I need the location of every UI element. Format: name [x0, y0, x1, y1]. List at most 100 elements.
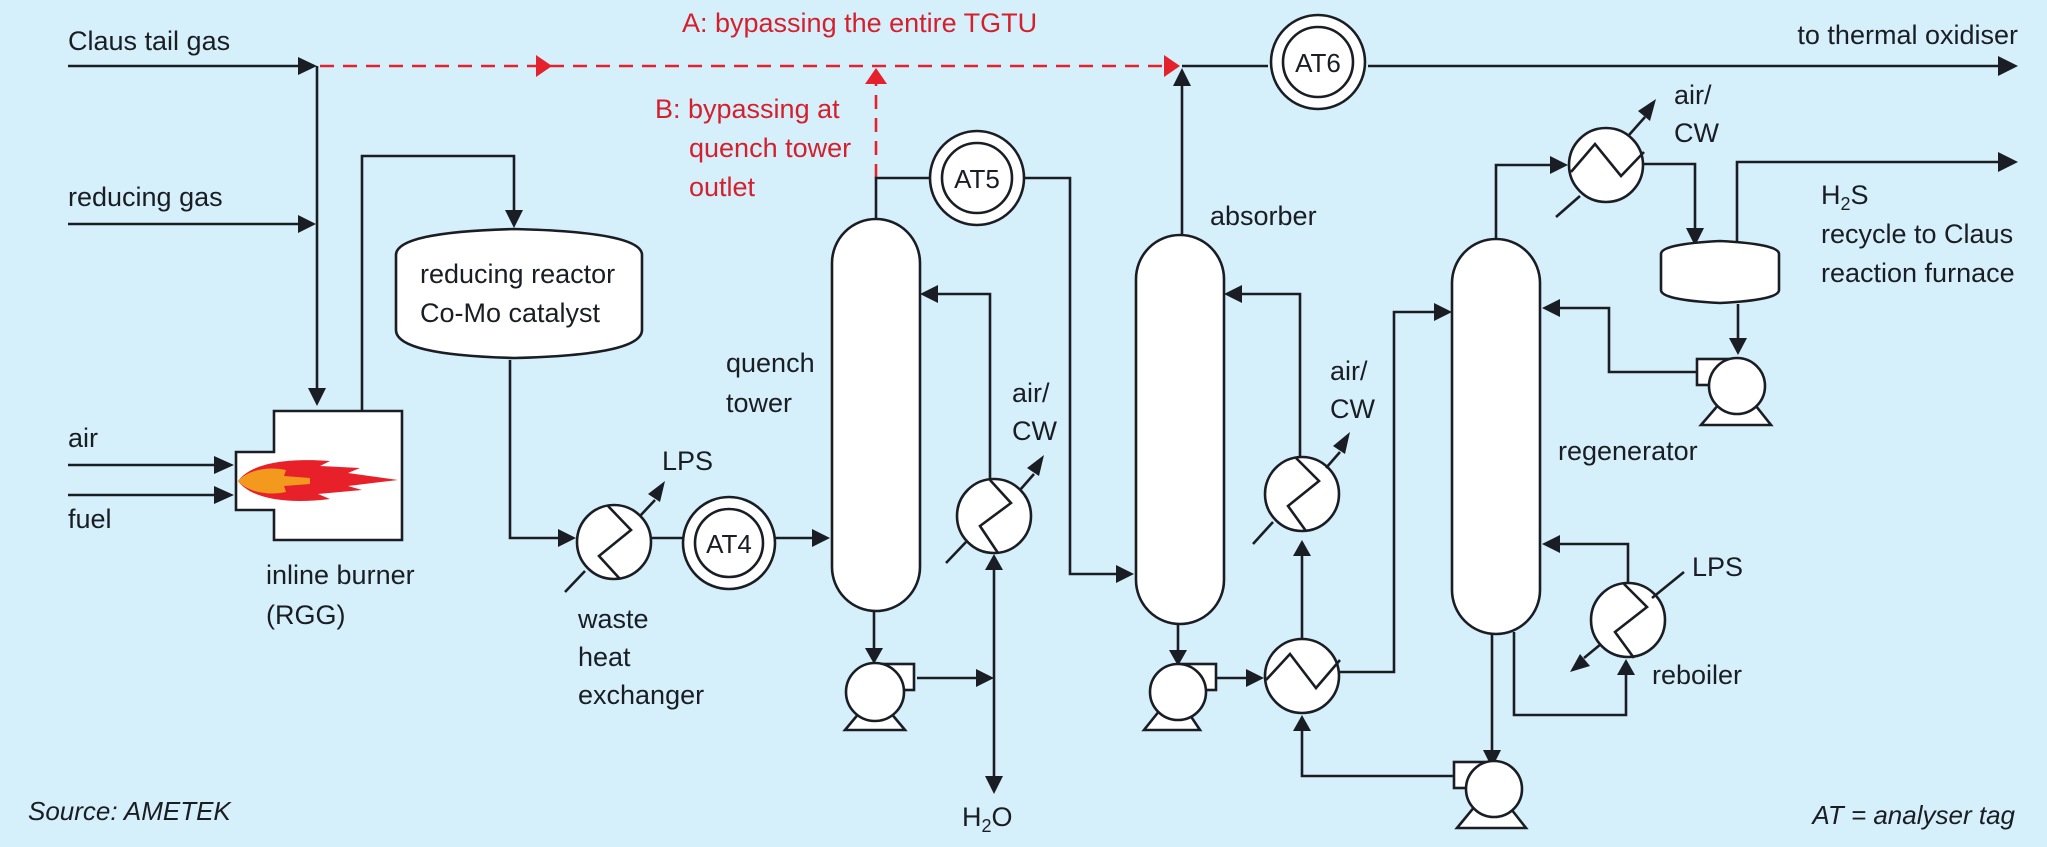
regenerator-bottom-line [1483, 634, 1501, 768]
reboiler-feed-line [1512, 632, 1635, 717]
h2s-recycle-label-2: reaction furnace [1821, 258, 2015, 288]
rich-amine-pump [1141, 662, 1218, 732]
arrow-icon [298, 57, 317, 75]
arrow-icon [536, 55, 552, 77]
bypass-b-line [865, 68, 887, 178]
reactor-label-1: reducing reactor [420, 259, 615, 289]
reboiler-lps-label: LPS [1692, 552, 1743, 582]
at4-tag: AT4 [706, 529, 752, 559]
quench-tower [830, 217, 922, 613]
arrow-icon [1998, 56, 2018, 76]
h2s-label: H2S [1821, 180, 1869, 214]
quench-water-line [985, 554, 1003, 794]
arrow-icon [1729, 338, 1747, 355]
bypass-b-label-2: quench tower [689, 133, 851, 163]
bypass-a-label: A: bypassing the entire TGTU [682, 8, 1037, 38]
quench-cooler-cw-label: CW [1012, 416, 1057, 446]
lean-amine-cooler [1252, 432, 1350, 545]
air-line [68, 456, 234, 474]
whe-label-1: waste [577, 604, 649, 634]
arrow-icon [558, 529, 576, 547]
arrow-icon [976, 669, 994, 687]
thermal-oxidiser-line [1182, 56, 2018, 76]
absorber [1134, 233, 1226, 626]
burner-feed-line [308, 66, 326, 406]
arrow-icon [1293, 540, 1311, 556]
regenerator-label: regenerator [1558, 436, 1698, 466]
arrow-icon [1542, 299, 1560, 317]
burner-label-2: (RGG) [266, 600, 345, 630]
analyser-at6: AT6 [1269, 13, 1367, 111]
flame-icon [238, 460, 398, 501]
h2o-o: O [992, 802, 1013, 832]
bypass-b-label-1: B: bypassing at [655, 94, 840, 124]
reflux-drum [1659, 239, 1781, 305]
lean-to-cooler-line [1293, 540, 1311, 639]
arrow-icon [1998, 152, 2018, 172]
lean-amine-to-absorber-line [1224, 285, 1302, 457]
arrow-icon [214, 456, 234, 474]
overhead-condenser [1555, 99, 1656, 218]
quench-cooler [945, 455, 1044, 564]
regenerator-overhead-line [1494, 156, 1568, 240]
lean-cooler-air-label: air/ [1330, 356, 1368, 386]
h2s-sub: 2 [1841, 194, 1851, 214]
lean-amine-return-line [1293, 715, 1454, 778]
waste-heat-exchanger [564, 481, 665, 593]
reactor-to-whe-line [508, 360, 576, 547]
arrow-icon [298, 215, 316, 233]
h2o-label: H2O [962, 802, 1013, 836]
quench-to-at5-line [874, 176, 930, 219]
h2o-sub: 2 [982, 816, 992, 836]
condenser-air-label: air/ [1674, 80, 1712, 110]
arrow-icon [1434, 303, 1452, 321]
quench-pump [842, 661, 916, 732]
arrow-icon [648, 481, 665, 502]
arrow-icon [1173, 68, 1191, 86]
regenerator [1450, 237, 1542, 636]
fuel-line [68, 486, 234, 504]
arrow-icon [1686, 228, 1704, 246]
arrow-icon [985, 554, 1003, 570]
reducing-reactor [394, 227, 644, 360]
analyser-at5: AT5 [928, 129, 1026, 227]
inline-burner [234, 409, 404, 542]
arrow-icon [1483, 750, 1501, 768]
arrow-icon [1169, 650, 1187, 666]
rich-to-regenerator-line [1339, 303, 1452, 674]
at4-to-quench-line [775, 529, 830, 547]
arrow-icon [1164, 55, 1180, 77]
claus-tail-gas-line [68, 57, 317, 75]
lean-rich-exchanger [1263, 637, 1341, 715]
arrow-icon [1542, 535, 1560, 553]
lean-amine-pump [1452, 759, 1529, 830]
arrow-icon [505, 210, 523, 228]
h2s-recycle-line [1735, 152, 2018, 242]
whe-label-2: heat [578, 642, 631, 672]
drum-to-pump-line [1729, 304, 1747, 355]
arrow-icon [308, 388, 326, 406]
arrow-icon [1027, 455, 1044, 476]
at5-tag: AT5 [954, 164, 1000, 194]
arrow-icon [985, 776, 1003, 794]
reflux-to-regenerator-line [1542, 299, 1697, 374]
quench-reflux-line [920, 285, 992, 479]
quench-label-2: tower [726, 388, 792, 418]
arrow-icon [1224, 285, 1242, 303]
arrow-icon [1570, 654, 1590, 672]
legend-caption: AT = analyser tag [1810, 800, 2015, 830]
h2s-recycle-label-1: recycle to Claus [1821, 219, 2013, 249]
analyser-at4: AT4 [681, 495, 777, 591]
at6-tag: AT6 [1295, 48, 1341, 78]
reducing-gas-label: reducing gas [68, 182, 223, 212]
absorber-label: absorber [1210, 201, 1317, 231]
burner-label-1: inline burner [266, 560, 415, 590]
burner-to-reactor-line [360, 154, 523, 411]
source-caption: Source: AMETEK [28, 796, 232, 826]
quench-label-1: quench [726, 348, 815, 378]
to-thermal-oxidiser-label: to thermal oxidiser [1797, 20, 2018, 50]
condenser-cw-label: CW [1674, 118, 1719, 148]
whe-lps-label: LPS [662, 446, 713, 476]
h2o-h: H [962, 802, 982, 832]
fuel-label: fuel [68, 504, 112, 534]
